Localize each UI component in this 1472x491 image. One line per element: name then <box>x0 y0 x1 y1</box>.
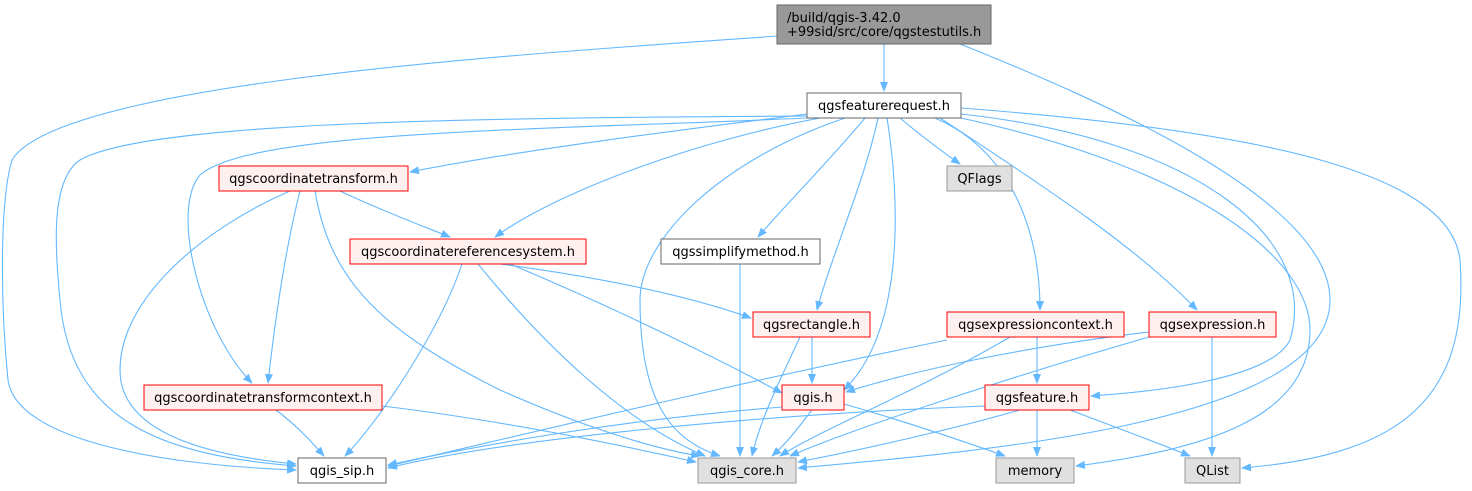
edge-featurerequest-to-feature <box>960 113 1295 400</box>
node-box-crs <box>349 238 587 265</box>
node-transformcontext[interactable]: qgscoordinatetransformcontext.h <box>143 384 383 411</box>
node-box-transformcontext <box>143 384 383 411</box>
edge-featurerequest-to-transformcontext <box>187 117 808 384</box>
edge-coordinatetransform-to-qgis_core <box>314 190 701 459</box>
edge-featurerequest-to-expressioncontext <box>934 117 1044 311</box>
node-simplifymethod[interactable]: qgssimplifymethod.h <box>660 238 821 265</box>
node-feature[interactable]: qgsfeature.h <box>984 384 1090 411</box>
edge-expression-to-qgis <box>845 331 1150 394</box>
node-memory: memory <box>995 457 1075 484</box>
edge-crs-to-qgis_core <box>477 263 706 457</box>
node-qflags: QFlags <box>946 165 1013 192</box>
edge-crs-to-qgis <box>509 263 783 394</box>
node-label-qflags: QFlags <box>957 172 1002 187</box>
edge-feature-to-qgis_core <box>797 409 1021 465</box>
node-expressioncontext[interactable]: qgsexpressioncontext.h <box>946 311 1125 338</box>
node-rectangle[interactable]: qgsrectangle.h <box>752 311 871 338</box>
edge-qgis-to-memory <box>843 403 1006 457</box>
edge-crs-to-qgis_sip <box>344 263 463 457</box>
node-box-expression <box>1148 311 1277 338</box>
edge-transformcontext-to-qgis_core <box>381 405 697 464</box>
node-label-feature: qgsfeature.h <box>996 391 1079 406</box>
node-box-feature <box>984 384 1090 411</box>
node-box-expressioncontext <box>946 311 1125 338</box>
node-label-expressioncontext: qgsexpressioncontext.h <box>958 318 1113 333</box>
edge-root-to-qgis_sip <box>1 35 778 474</box>
node-expression[interactable]: qgsexpression.h <box>1148 311 1277 338</box>
node-coordinatetransform[interactable]: qgscoordinatetransform.h <box>218 165 409 192</box>
node-label-memory: memory <box>1008 464 1063 479</box>
node-label-root-line-1: /build/qgis-3.42.0 <box>787 11 901 26</box>
node-box-rectangle <box>752 311 871 338</box>
node-label-qlist: QList <box>1196 464 1229 479</box>
edge-featurerequest-to-qlist <box>960 107 1462 472</box>
edge-coordinatetransform-to-qgis_sip <box>119 190 297 468</box>
node-root[interactable]: /build/qgis-3.42.0+99sid/src/core/qgstes… <box>776 4 992 45</box>
node-qgis_sip[interactable]: qgis_sip.h <box>297 457 387 484</box>
edge-expressioncontext-to-qgis_core <box>779 336 1011 457</box>
node-box-root <box>776 4 992 45</box>
edge-featurerequest-to-expression <box>939 117 1198 311</box>
edges-layer <box>1 35 1462 474</box>
edge-featurerequest-to-qgis_sip <box>55 115 808 470</box>
node-featurerequest[interactable]: qgsfeaturerequest.h <box>806 92 962 119</box>
node-label-qgis_sip: qgis_sip.h <box>310 464 374 479</box>
node-box-featurerequest <box>806 92 962 119</box>
edge-feature-to-qgis_sip <box>387 405 986 470</box>
edge-featurerequest-to-rectangle <box>815 117 879 311</box>
node-box-coordinatetransform <box>218 165 409 192</box>
edge-transformcontext-to-qgis_sip <box>275 409 325 457</box>
node-box-qflags <box>946 165 1013 192</box>
node-crs[interactable]: qgscoordinatereferencesystem.h <box>349 238 587 265</box>
edge-crs-to-rectangle <box>499 263 752 319</box>
edge-expressioncontext-to-qgis_sip <box>387 339 948 468</box>
edge-root-to-qgis_core <box>797 43 1331 472</box>
edge-qgis-to-qgis_core <box>771 409 813 457</box>
edge-featurerequest-to-qgis <box>843 117 896 391</box>
node-box-qlist <box>1184 457 1241 484</box>
node-label-root-line-2: +99sid/src/core/qgstestutils.h <box>787 25 981 40</box>
edge-coordinatetransform-to-crs <box>339 190 451 238</box>
edge-featurerequest-to-crs <box>494 117 821 238</box>
edge-expression-to-qgis_core <box>789 336 1150 457</box>
node-qlist: QList <box>1184 457 1241 484</box>
edge-feature-to-qlist <box>1069 409 1191 457</box>
edge-rectangle-to-qgis_core <box>750 336 801 457</box>
node-label-crs: qgscoordinatereferencesystem.h <box>361 245 575 260</box>
node-label-qgis: qgis.h <box>793 391 832 406</box>
edge-featurerequest-to-qgis_core <box>639 117 846 458</box>
edge-featurerequest-to-simplifymethod <box>757 117 866 238</box>
node-label-rectangle: qgsrectangle.h <box>763 318 860 333</box>
node-label-transformcontext: qgscoordinatetransformcontext.h <box>154 391 372 406</box>
edge-featurerequest-to-qflags <box>899 117 961 165</box>
node-label-featurerequest: qgsfeaturerequest.h <box>818 99 950 114</box>
node-label-qgis_core: qgis_core.h <box>710 464 784 479</box>
edge-coordinatetransform-to-transformcontext <box>265 190 301 384</box>
node-label-expression: qgsexpression.h <box>1160 318 1266 333</box>
nodes-layer: /build/qgis-3.42.0+99sid/src/core/qgstes… <box>143 4 1277 484</box>
node-box-qgis <box>781 384 845 411</box>
node-box-qgis_core <box>697 457 797 484</box>
node-qgis_core: qgis_core.h <box>697 457 797 484</box>
edge-featurerequest-to-memory <box>960 117 1311 469</box>
node-box-qgis_sip <box>297 457 387 484</box>
node-label-simplifymethod: qgssimplifymethod.h <box>672 245 808 260</box>
node-box-memory <box>995 457 1075 484</box>
node-box-simplifymethod <box>660 238 821 265</box>
node-label-coordinatetransform: qgscoordinatetransform.h <box>229 172 398 187</box>
node-qgis[interactable]: qgis.h <box>781 384 845 411</box>
